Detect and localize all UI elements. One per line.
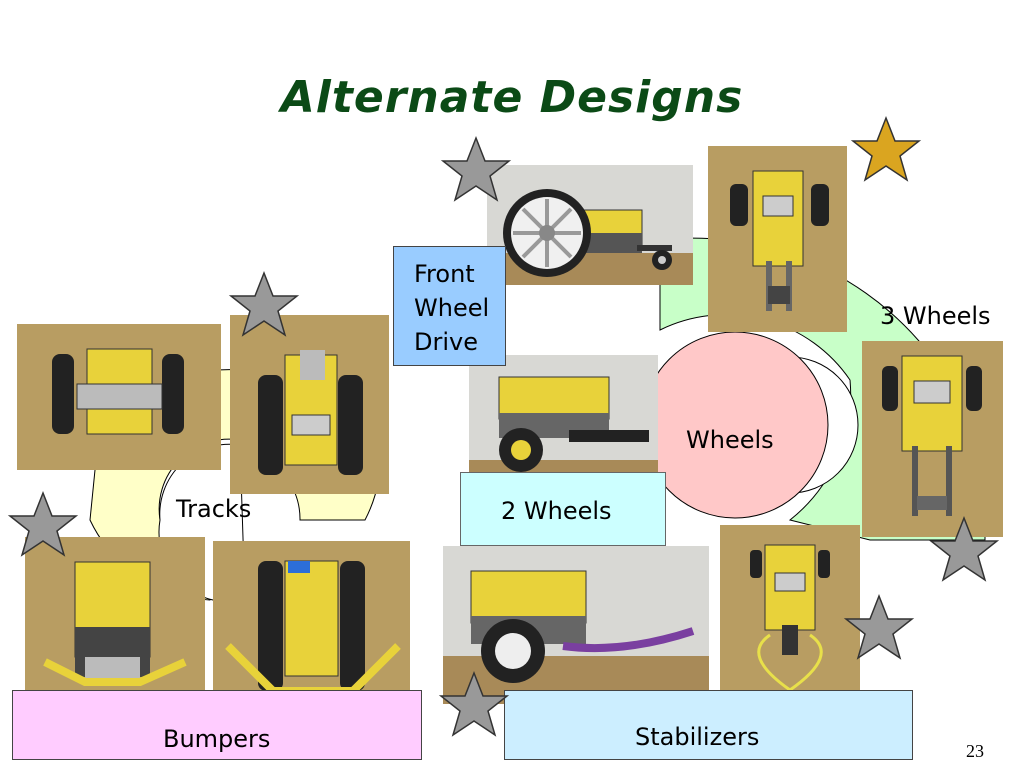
photo-two-wheels	[469, 355, 658, 492]
photo-front-wheel-drive	[487, 165, 693, 285]
photo-three-wheels-bottom	[862, 341, 1003, 537]
stabilizers-label: Stabilizers	[635, 723, 760, 751]
front-wheel-drive-label-line3: Drive	[414, 328, 478, 356]
photo-three-wheels-top	[708, 146, 847, 332]
page-number: 23	[966, 741, 984, 761]
photo-stabilizer-side	[443, 546, 709, 704]
wheels-circle	[641, 331, 829, 519]
three-wheels-label: 3 Wheels	[880, 302, 991, 330]
bumpers-box: Bumpers	[12, 690, 422, 760]
wheels-label: Wheels	[686, 426, 774, 454]
two-wheels-box: 2 Wheels	[460, 472, 666, 546]
bumpers-label: Bumpers	[163, 725, 271, 753]
two-wheels-label: 2 Wheels	[501, 497, 612, 525]
stabilizers-box: Stabilizers	[504, 690, 913, 760]
front-wheel-drive-label-line2: Wheel	[414, 294, 490, 322]
photo-tracks-top	[17, 324, 221, 470]
photo-tracks-front	[230, 315, 389, 494]
front-wheel-drive-label-line1: Front	[414, 260, 475, 288]
slide-title: Alternate Designs	[280, 72, 744, 123]
tracks-label: Tracks	[176, 495, 252, 523]
photo-stabilizer-top	[720, 525, 860, 712]
front-wheel-drive-box: Front Wheel Drive	[393, 246, 506, 366]
